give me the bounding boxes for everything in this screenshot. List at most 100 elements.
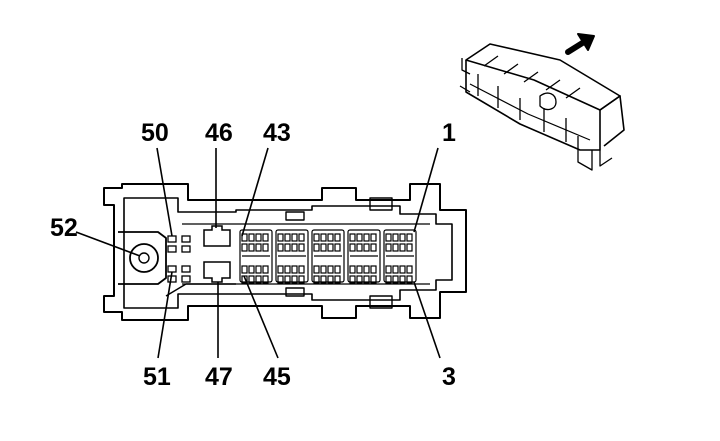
pin-cavity [284,275,291,284]
connector-face [103,183,467,321]
pin-label-46: 46 [205,119,233,147]
leader-52 [75,231,141,257]
pin-cavity [349,243,356,252]
pin-cavity [284,243,291,252]
iso-front-face [465,60,601,151]
pin-cavity [298,265,305,274]
pin-cavity [284,233,291,242]
pin-cavity [385,265,392,274]
pin-cavity [327,233,334,242]
pin-cavity [262,265,269,274]
pin-cavity [313,265,320,274]
pin-cavity [327,243,334,252]
pin-cavity [334,265,341,274]
connector-left-boss [118,231,167,285]
pin-cavity [334,233,341,242]
pin-50-cell [167,235,177,243]
pin-cavity [320,233,327,242]
pin-cavity [248,243,255,252]
leader-3 [413,281,441,359]
pin-cavity [327,275,334,284]
pin-cavity [370,243,377,252]
pin-cavity [255,275,262,284]
pin-label-1: 1 [442,119,456,147]
pin-cavity [291,243,298,252]
pin-cavity [291,265,298,274]
pin-52-socket-inner [138,252,150,264]
pin-cavity [399,265,406,274]
pin-cavity [248,233,255,242]
pin-cavity [356,265,363,274]
pin-cell [181,265,191,273]
top-latch [285,211,305,221]
pin-cell [181,235,191,243]
pin-cavity [298,243,305,252]
leader-45 [243,275,279,359]
pin-cavity [327,265,334,274]
pin-cavity [399,233,406,242]
pin-cavity-grid [239,229,417,284]
pin-cavity [349,233,356,242]
pin-cell [181,245,191,253]
leader-51 [157,271,173,359]
pin-labels: 50 46 43 1 52 51 47 45 3 [50,119,456,391]
pin-label-45: 45 [263,363,291,391]
pin-cavity [370,275,377,284]
large-pin-block [203,225,231,283]
pin-cavity [363,265,370,274]
pin-cavity [363,243,370,252]
iso-top-face [465,43,621,111]
leader-1 [413,147,439,233]
pin-cavity [349,275,356,284]
pin-cavity [320,243,327,252]
pin-cavity [291,275,298,284]
pin-cavity [241,265,248,274]
pin-cavity [313,275,320,284]
pin-cavity [320,275,327,284]
pin-51-cell [167,265,177,273]
pin-cavity [392,275,399,284]
pin-cavity [241,243,248,252]
pin-cavity [277,233,284,242]
pin-cavity [334,275,341,284]
pin-46-cavity [203,225,231,247]
pin-cavity [356,275,363,284]
top-right-tab [369,197,393,211]
leader-43 [241,147,269,237]
pin-cavity [356,243,363,252]
iso-latch [539,92,557,111]
leader-lines [75,147,441,359]
pin-cavity [298,275,305,284]
pin-cavity [255,265,262,274]
pin-label-47: 47 [205,363,233,391]
pin-cavity [356,233,363,242]
lower-left-ramp [165,283,236,297]
pin-label-50: 50 [141,119,169,147]
pin-cavity [262,275,269,284]
iso-front-slots [477,74,567,142]
pin-cavity [406,233,413,242]
pin-label-52: 52 [50,214,78,242]
pin-cavity [392,233,399,242]
pin-cavity [385,275,392,284]
pin-label-43: 43 [263,119,291,147]
pin-cavity [262,233,269,242]
pin-cavity [363,275,370,284]
pin-cavity [313,233,320,242]
pin-cavity [248,275,255,284]
pin-cavity [262,243,269,252]
pin-cavity [406,243,413,252]
pin-cell [181,275,191,283]
pin-cavity [385,233,392,242]
iso-right-feet [577,136,613,171]
leader-50 [156,147,173,237]
pin-cavity [385,243,392,252]
pin-cavity [255,243,262,252]
pin-cavity [349,265,356,274]
pin-cavity [313,243,320,252]
connector-iso-view-icon [459,43,625,171]
pin-cavity [392,243,399,252]
pin-cavity [284,265,291,274]
connector-outer-shell [103,183,467,321]
